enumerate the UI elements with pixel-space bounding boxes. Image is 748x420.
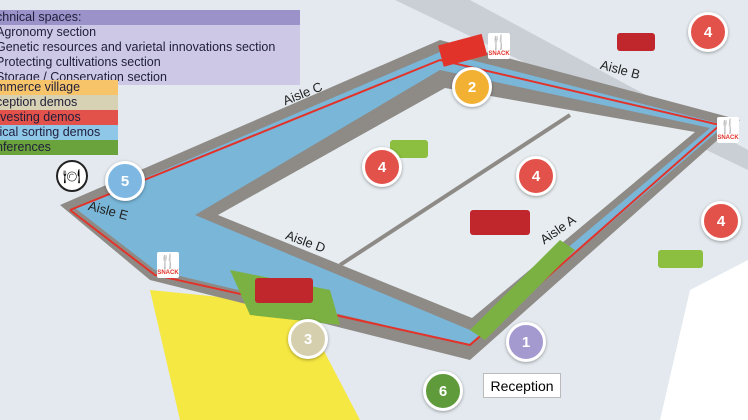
legend-item: ception demos: [0, 95, 118, 110]
green-strip: [470, 240, 575, 340]
legend-item: Genetic resources and varietal innovatio…: [0, 40, 300, 55]
green-machine-2: [658, 250, 703, 268]
zone-marker-4[interactable]: 4: [516, 156, 556, 196]
legend-item: tical sorting demos: [0, 125, 118, 140]
road-bottom-right: [660, 260, 748, 420]
legend-item: rvesting demos: [0, 110, 118, 125]
snack-label: SNACK: [717, 135, 739, 141]
green-machine-1: [390, 140, 428, 158]
legend-item: Protecting cultivations section: [0, 55, 300, 70]
zone-marker-4[interactable]: 4: [688, 12, 728, 52]
central-divider: [338, 113, 572, 267]
zone-marker-4[interactable]: 4: [362, 147, 402, 187]
zone-marker-5[interactable]: 5: [105, 161, 145, 201]
legend-item: nferences: [0, 140, 118, 155]
harvester-2: [470, 210, 530, 235]
red-path: [69, 58, 723, 347]
central-field: [218, 88, 695, 318]
harvester-3: [255, 278, 313, 303]
reception-label: Reception: [483, 373, 561, 398]
zone-marker-1[interactable]: 1: [506, 322, 546, 362]
snack-label: SNACK: [157, 270, 179, 276]
zone-marker-6[interactable]: 6: [423, 371, 463, 411]
zone-marker-4[interactable]: 4: [701, 201, 741, 241]
snack-label: SNACK: [488, 51, 510, 57]
zone-marker-3[interactable]: 3: [288, 319, 328, 359]
snack-icon: 🍴SNACK: [717, 117, 739, 143]
restaurant-icon: 🍽: [56, 160, 88, 192]
snack-area-red: [438, 33, 488, 67]
legend-item: Agronomy section: [0, 25, 300, 40]
legend-item: mmerce village: [0, 80, 118, 95]
harvester-1: [617, 33, 655, 51]
snack-icon: 🍴SNACK: [157, 252, 179, 278]
snack-icon: 🍴SNACK: [488, 33, 510, 59]
legend-header: chnical spaces:: [0, 10, 300, 25]
zone-marker-2[interactable]: 2: [452, 67, 492, 107]
